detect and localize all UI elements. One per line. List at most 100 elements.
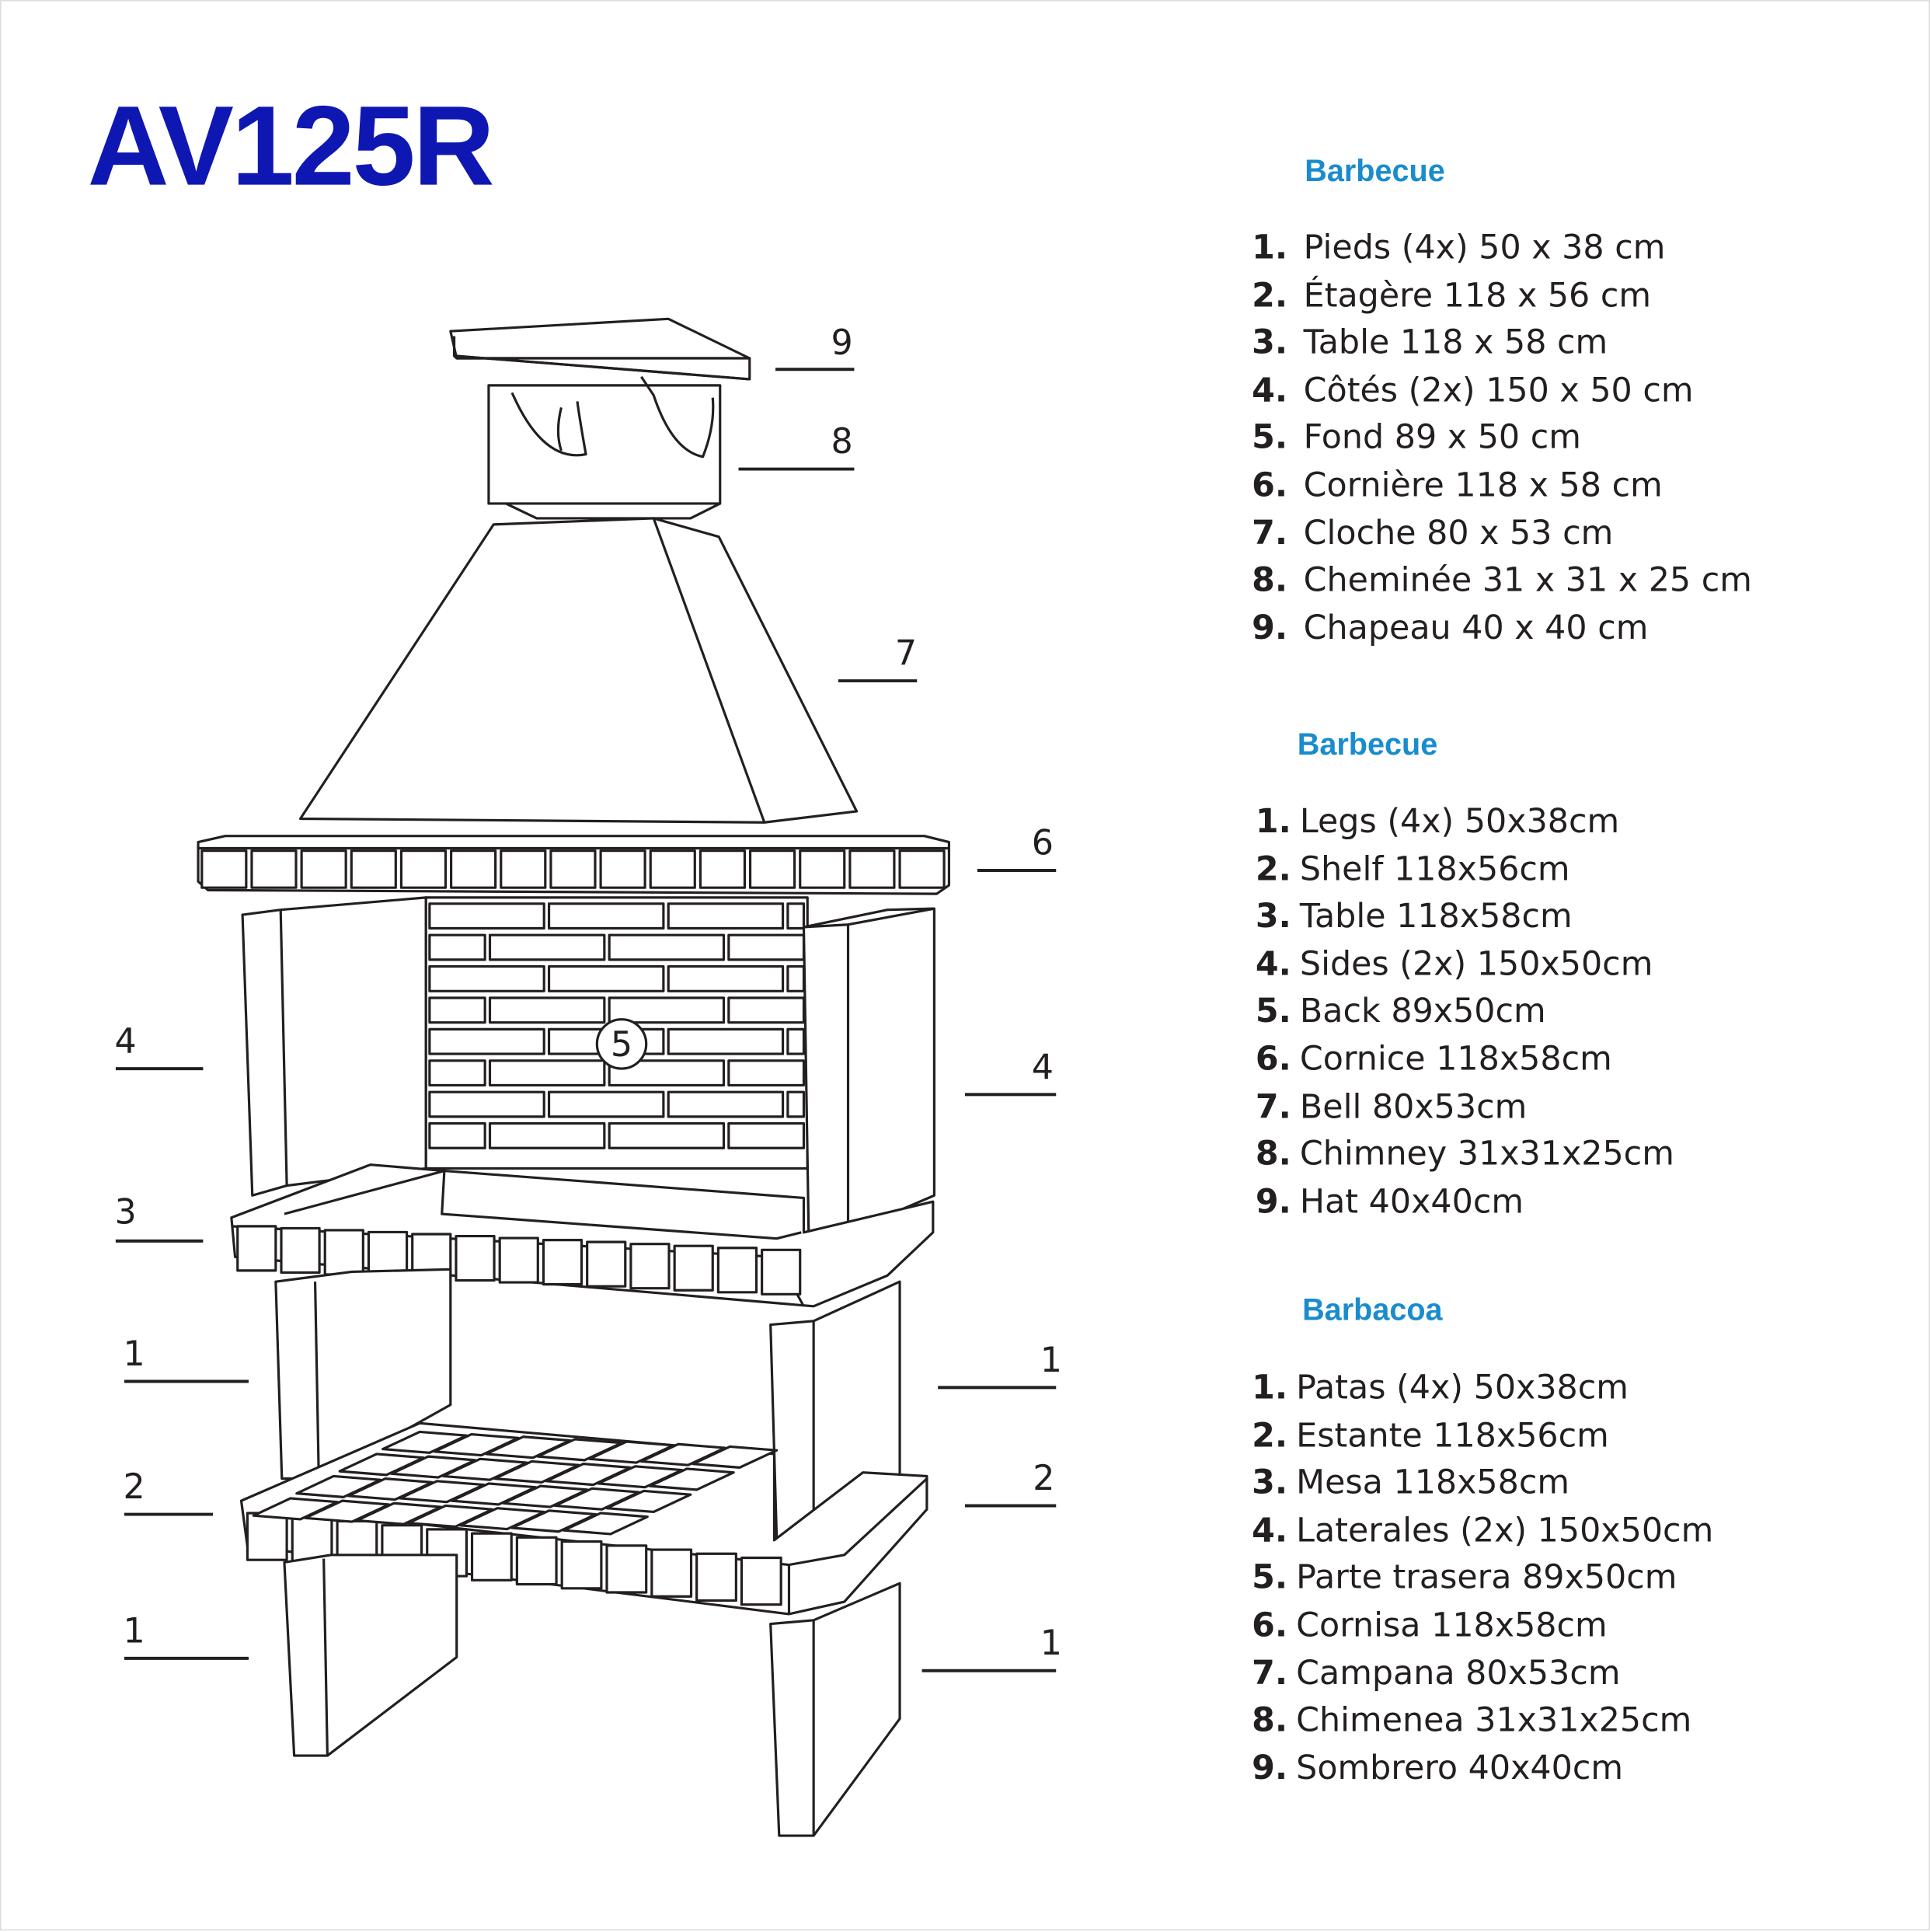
item-text: Laterales (2x) 150x50cm <box>1296 1512 1714 1550</box>
item-text: Shelf 118x56cm <box>1299 850 1570 889</box>
brick <box>673 1244 714 1292</box>
cornice-part <box>197 835 951 895</box>
brick <box>542 1239 584 1286</box>
brick <box>428 996 486 1024</box>
brick <box>727 1121 806 1149</box>
list-item: 4.Sides (2x) 150x50cm <box>1256 942 1674 989</box>
list-item: 3.Table 118x58cm <box>1256 894 1674 941</box>
item-number: 9. <box>1252 1749 1288 1787</box>
brick <box>608 1121 726 1149</box>
brick <box>650 1548 693 1598</box>
item-text: Chimney 31x31x25cm <box>1299 1135 1674 1173</box>
list-item: 2.Shelf 118x56cm <box>1256 846 1674 894</box>
item-number: 2. <box>1252 276 1288 315</box>
item-text: Table 118 x 58 cm <box>1303 323 1608 363</box>
shelf-slat <box>407 1504 494 1528</box>
brick <box>428 1121 486 1149</box>
shelf-slat <box>399 1480 486 1504</box>
list-item: 4.Laterales (2x) 150x50cm <box>1252 1508 1713 1555</box>
item-number: 7. <box>1252 1654 1288 1693</box>
brick <box>350 849 397 889</box>
brick <box>246 1512 288 1561</box>
shelf-slat <box>441 1457 528 1481</box>
callout-1-upper-left: 1 <box>124 1334 145 1374</box>
brick <box>698 849 747 889</box>
brick <box>786 1090 806 1118</box>
shelf-slat <box>545 1463 632 1487</box>
brick <box>250 849 298 889</box>
item-number: 1. <box>1252 1369 1288 1407</box>
item-number: 8. <box>1252 1701 1288 1740</box>
item-text: Étagère 118 x 56 cm <box>1303 276 1652 315</box>
brick <box>323 1229 364 1276</box>
brick <box>547 902 665 930</box>
brick <box>515 1536 558 1586</box>
item-text: Sombrero 40x40cm <box>1296 1749 1624 1787</box>
brick <box>649 849 696 889</box>
brick <box>799 849 846 889</box>
shelf-slat <box>381 1430 468 1454</box>
brick <box>695 1552 737 1602</box>
part-5-label: 5 <box>611 1025 632 1065</box>
brick <box>399 849 448 889</box>
brick <box>236 1225 277 1272</box>
brick <box>560 1540 603 1590</box>
shelf-slat <box>510 1509 597 1533</box>
brick <box>605 1544 648 1594</box>
list-item: 4.Côtés (2x) 150 x 50 cm <box>1252 368 1752 415</box>
list-item: 5.Fond 89 x 50 cm <box>1252 415 1752 462</box>
callout-2-left: 2 <box>124 1467 145 1507</box>
brick <box>667 1027 785 1055</box>
heading-spanish: Barbacoa <box>1302 1292 1443 1327</box>
left-side-part <box>241 896 427 1197</box>
item-number: 3. <box>1252 323 1288 363</box>
shelf-slat <box>639 1442 726 1466</box>
callout-2-right: 2 <box>1033 1459 1054 1498</box>
callout-6: 6 <box>1032 823 1054 863</box>
brick <box>300 849 347 889</box>
shelf-slat <box>347 1477 434 1501</box>
list-item: 5.Back 89x50cm <box>1256 989 1674 1037</box>
shelf-slat <box>502 1484 589 1508</box>
list-item: 2. Étagère 118 x 56 cm <box>1252 273 1752 320</box>
list-item: 7.Bell 80x53cm <box>1256 1084 1674 1132</box>
shelf-slat <box>536 1438 623 1462</box>
brick <box>498 1236 539 1284</box>
item-number: 9. <box>1255 1183 1291 1222</box>
item-text: Campana 80x53cm <box>1296 1654 1621 1693</box>
shelf-slat <box>588 1440 675 1464</box>
shelf-slat <box>493 1459 580 1484</box>
item-number: 2. <box>1255 850 1291 889</box>
shelf-slat <box>304 1499 391 1523</box>
brick <box>428 1059 486 1087</box>
item-number: 3. <box>1252 1463 1288 1503</box>
list-item: 9.Chapeau 40 x 40 cm <box>1252 605 1752 653</box>
brick <box>488 1059 606 1087</box>
callout-lines <box>115 368 1057 1672</box>
list-item: 2.Estante 118x56cm <box>1252 1413 1713 1460</box>
right-side-part <box>802 907 935 1236</box>
brick <box>848 849 896 889</box>
hat-part <box>449 317 751 381</box>
item-number: 4. <box>1255 945 1291 984</box>
item-number: 8. <box>1252 561 1288 600</box>
brick <box>428 902 545 930</box>
brick <box>488 1121 606 1149</box>
item-number: 7. <box>1255 1087 1291 1126</box>
item-text: Sides (2x) 150x50cm <box>1299 945 1653 984</box>
item-number: 3. <box>1255 898 1291 936</box>
item-text: Estante 118x56cm <box>1296 1416 1609 1455</box>
shelf-slat <box>450 1482 537 1506</box>
brick <box>549 849 597 889</box>
shelf-slat <box>458 1507 545 1531</box>
brick <box>740 1556 782 1606</box>
item-text: Chimenea 31x31x25cm <box>1296 1701 1692 1740</box>
brick <box>667 965 785 992</box>
item-text: Cornice 118x58cm <box>1299 1040 1612 1079</box>
brick <box>608 933 726 961</box>
brick <box>748 849 796 889</box>
list-item: 8.Chimenea 31x31x25cm <box>1252 1698 1713 1745</box>
shelf-slat <box>390 1455 477 1479</box>
shelf-slat <box>355 1501 442 1526</box>
callout-3: 3 <box>114 1193 136 1233</box>
